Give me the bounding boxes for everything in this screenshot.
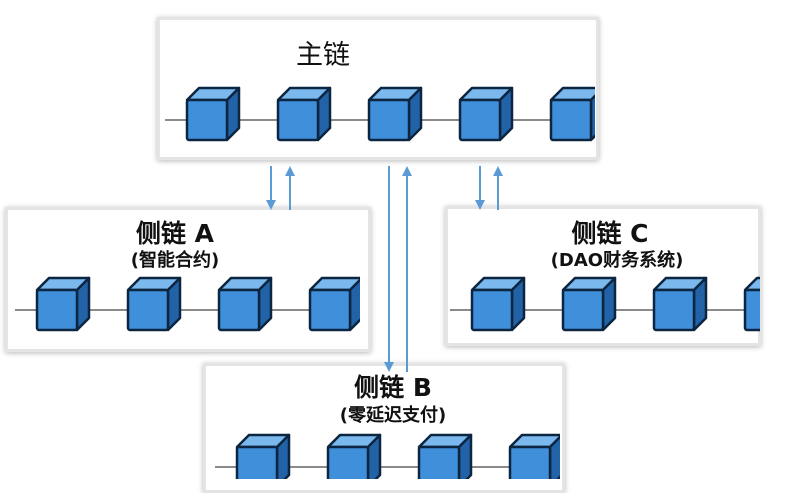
- block: [561, 276, 617, 332]
- block: [652, 276, 708, 332]
- connector-main-side-b: [384, 166, 412, 372]
- block: [185, 86, 241, 142]
- connector-arrows: [266, 166, 503, 372]
- block: [326, 433, 382, 479]
- block: [367, 86, 423, 142]
- main-chain-title: 主链: [296, 40, 350, 71]
- block: [35, 276, 91, 332]
- block: [417, 433, 473, 479]
- side-chain-a-subtitle: (智能合约): [130, 250, 220, 271]
- block: [235, 433, 291, 479]
- connector-main-side-c: [475, 166, 503, 210]
- side-chain-c-title: 侧链 C: [571, 219, 649, 248]
- block: [549, 86, 595, 142]
- block: [458, 86, 514, 142]
- block: [126, 276, 182, 332]
- block: [308, 276, 360, 332]
- side-chain-b-title: 侧链 B: [354, 373, 432, 402]
- block: [743, 276, 760, 332]
- block: [508, 433, 560, 479]
- side-chain-a-title: 侧链 A: [135, 219, 215, 248]
- side-chain-c-subtitle: (DAO财务系统): [550, 250, 684, 271]
- side-chain-a: [15, 276, 360, 332]
- side-chain-b-subtitle: (零延迟支付): [339, 405, 447, 426]
- connector-main-side-a: [266, 166, 295, 210]
- side-chain-b: [215, 433, 560, 479]
- side-chain-c: [450, 276, 760, 332]
- block: [276, 86, 332, 142]
- block: [217, 276, 273, 332]
- main-chain: [165, 86, 595, 142]
- block: [470, 276, 526, 332]
